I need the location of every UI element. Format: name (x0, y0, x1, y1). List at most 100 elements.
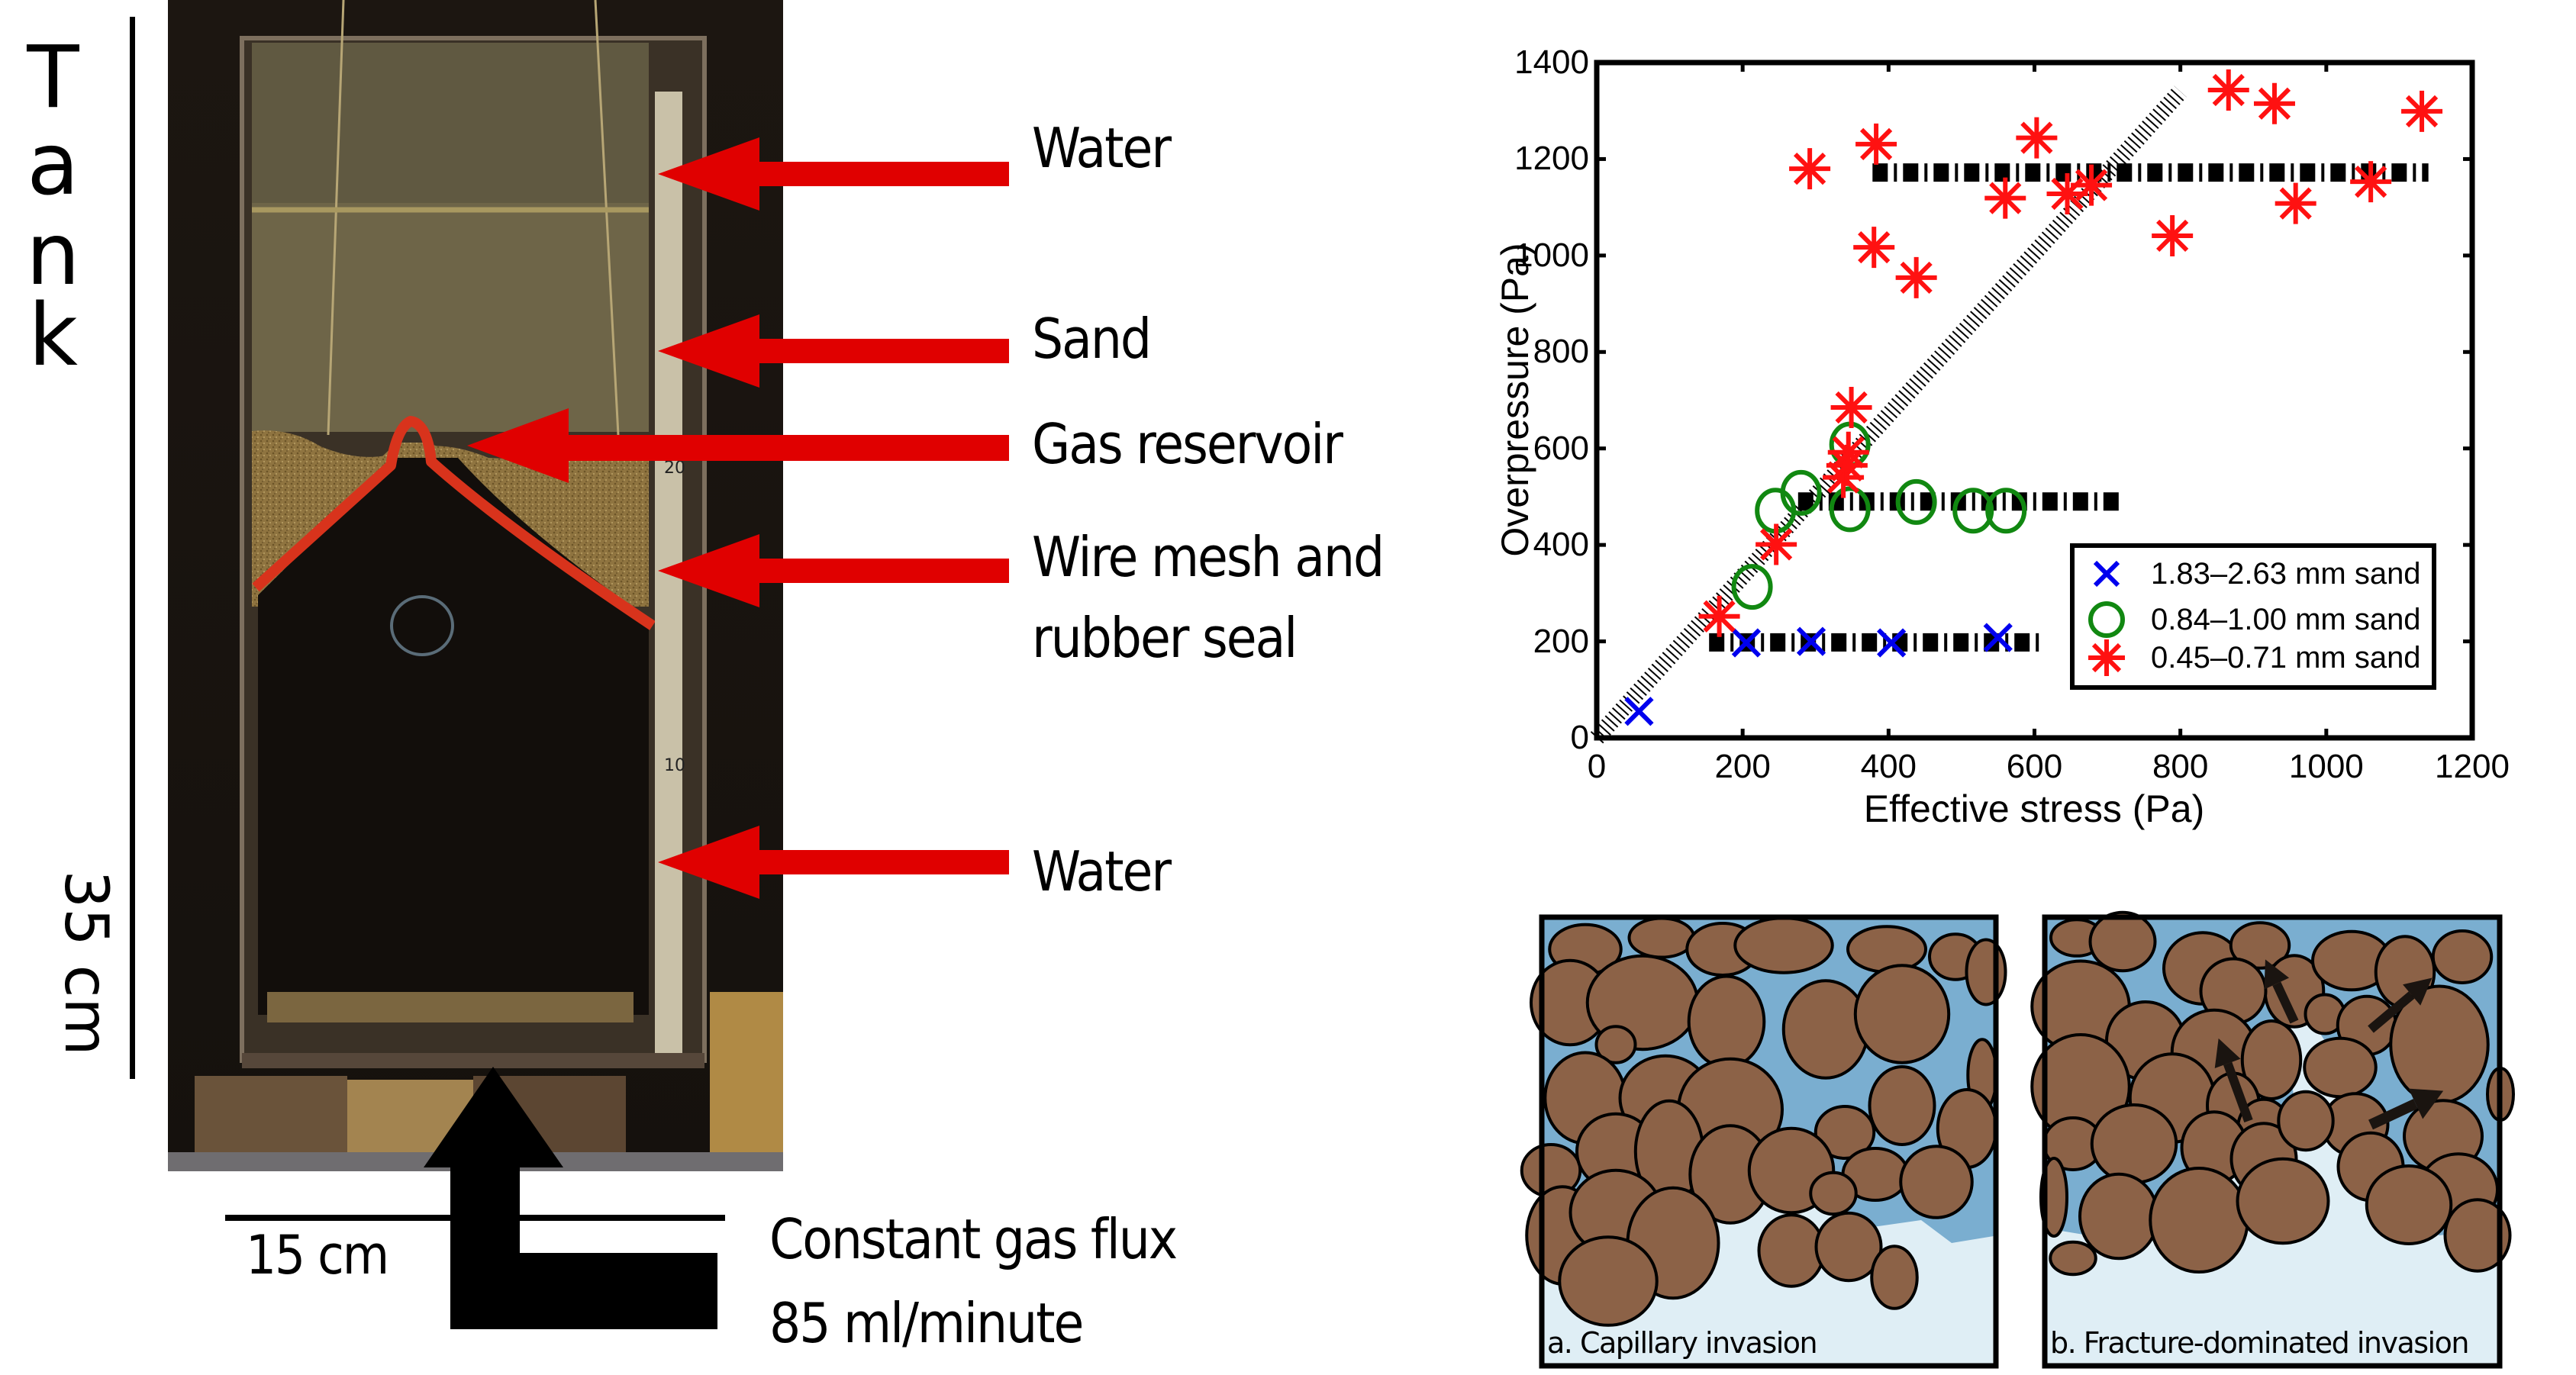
data-point-fine (1755, 523, 1797, 565)
water-top-band (252, 43, 649, 203)
sand-grain (1809, 1171, 1858, 1216)
fracture-arrow-icon (2214, 1038, 2253, 1123)
sand-grains (1520, 916, 2007, 1327)
tank-photo: 20 10 (168, 0, 783, 1171)
sand-grain (1781, 979, 1870, 1080)
suspension-wire (327, 0, 345, 436)
chart-plot-area (1590, 60, 2475, 744)
panel-border (1539, 914, 1999, 1369)
sand-grain (2149, 1167, 2249, 1274)
width-scale-label: 15 cm (246, 1224, 389, 1286)
y-tick-label: 1400 (1514, 43, 1589, 81)
lower-water (258, 458, 649, 1015)
fracture-arrow-icon (2368, 977, 2433, 1033)
label-wire-mesh-line1: Wire mesh and (1032, 525, 1385, 589)
data-point-coarse (1624, 697, 1654, 726)
panel-a-caption: a. Capillary invasion (1547, 1326, 1818, 1360)
support-block (195, 1076, 347, 1152)
sand-grain (2240, 1019, 2303, 1100)
sand-grain (1846, 925, 1927, 974)
x-tick-label: 0 (1587, 748, 1607, 785)
y-axis-title: Overpressure (Pa) (1494, 243, 1536, 557)
fracture-invasion-drawing (2030, 910, 2515, 1369)
data-point-fine (1827, 431, 1869, 473)
arrow-wire-mesh (658, 534, 1009, 607)
label-water-bottom: Water (1032, 839, 1172, 903)
sand-grain (1687, 974, 1766, 1069)
data-point-medium (1829, 486, 1871, 533)
sand-grain (2049, 1240, 2097, 1277)
gas-bubble (390, 595, 454, 656)
data-point-coarse (1796, 626, 1826, 656)
panel-border (2042, 914, 2503, 1369)
gas-flux-label-line1: Constant gas flux (769, 1207, 1178, 1271)
ruler-mark-20: 20 (664, 459, 685, 478)
data-point-medium (1985, 488, 2027, 534)
sand-grain (1733, 916, 1834, 974)
sand-grains (2030, 910, 2515, 1277)
reference-line-one-to-one-trend (1590, 85, 2187, 744)
x-tick-label: 1200 (2435, 748, 2510, 785)
data-point-fine (2401, 90, 2443, 132)
label-water-top: Water (1032, 116, 1172, 180)
sand-grain (2236, 1157, 2330, 1245)
bottom-sand (267, 992, 634, 1022)
invasion-panel-b: b. Fracture-dominated invasion (2030, 910, 2515, 1369)
y-tick-label: 400 (1533, 526, 1589, 564)
legend-label-fine: 0.45–0.71 mm sand (2151, 641, 2421, 675)
data-point-fine (2350, 161, 2392, 203)
y-tick-label: 800 (1533, 333, 1589, 371)
arrow-sand (658, 314, 1009, 388)
sand-grain (2365, 1164, 2453, 1245)
height-scale-bar (130, 17, 135, 1079)
label-wire-mesh-line2: rubber seal (1032, 606, 1298, 670)
x-tick-label: 1000 (2288, 748, 2364, 785)
sand-grain (2090, 1103, 2178, 1184)
fracture-arrows (2214, 959, 2444, 1130)
tank-base (242, 1053, 704, 1068)
fracture-arrow-icon (2264, 959, 2299, 1024)
sand-grain (1814, 1211, 1883, 1283)
sand-grain (1594, 1025, 1637, 1064)
label-gas-reservoir: Gas reservoir (1032, 412, 1343, 476)
chart-legend: 1.83–2.63 mm sand 0.84–1.00 mm sand 0.45… (2070, 543, 2436, 690)
data-point-coarse (1983, 623, 2013, 652)
data-point-fine (2016, 117, 2058, 159)
sand-grain (1627, 916, 1696, 959)
bench-right (710, 992, 783, 1152)
fracture-arrow-icon (2368, 1088, 2444, 1130)
sand-grain (1853, 964, 1951, 1064)
data-point-fine (1853, 227, 1895, 269)
sand-grain (1965, 938, 2007, 1006)
capillary-invasion-drawing (1520, 914, 2007, 1369)
sand-around-reservoir (252, 427, 656, 603)
tank-title-letter: n (26, 205, 80, 304)
data-point-fine (1789, 148, 1831, 190)
data-point-fine (1698, 595, 1740, 637)
data-point-medium (1895, 478, 1937, 525)
data-point-medium (1731, 564, 1773, 610)
gas-flux-arrow (424, 1067, 717, 1329)
x-tick-label: 200 (1714, 748, 1771, 785)
data-point-coarse (1877, 628, 1907, 658)
sand-grain (1558, 1235, 1659, 1327)
data-point-medium (1952, 488, 1994, 534)
sand-grain (2088, 910, 2157, 973)
y-tick-label: 1200 (1514, 140, 1589, 178)
tank-title-letter: k (28, 286, 78, 385)
panel-b-caption: b. Fracture-dominated invasion (2050, 1326, 2469, 1360)
sand-grain (1870, 1245, 1919, 1310)
data-point-fine (2152, 214, 2194, 256)
data-point-medium (1780, 469, 1822, 516)
legend-marker-x (2093, 560, 2120, 588)
sand-grain (2443, 1198, 2512, 1273)
ruler-mark-10: 10 (664, 756, 685, 775)
sand-grain (1814, 1105, 1876, 1160)
gas-flux-label-line2: 85 ml/minute (769, 1291, 1084, 1355)
arrow-water-bottom (658, 826, 1009, 899)
legend-marker-circle (2088, 601, 2125, 638)
y-tick-label: 0 (1570, 719, 1589, 756)
data-point-fine (1984, 177, 2026, 219)
y-tick-label: 600 (1533, 429, 1589, 467)
y-tick-label: 200 (1533, 622, 1589, 660)
